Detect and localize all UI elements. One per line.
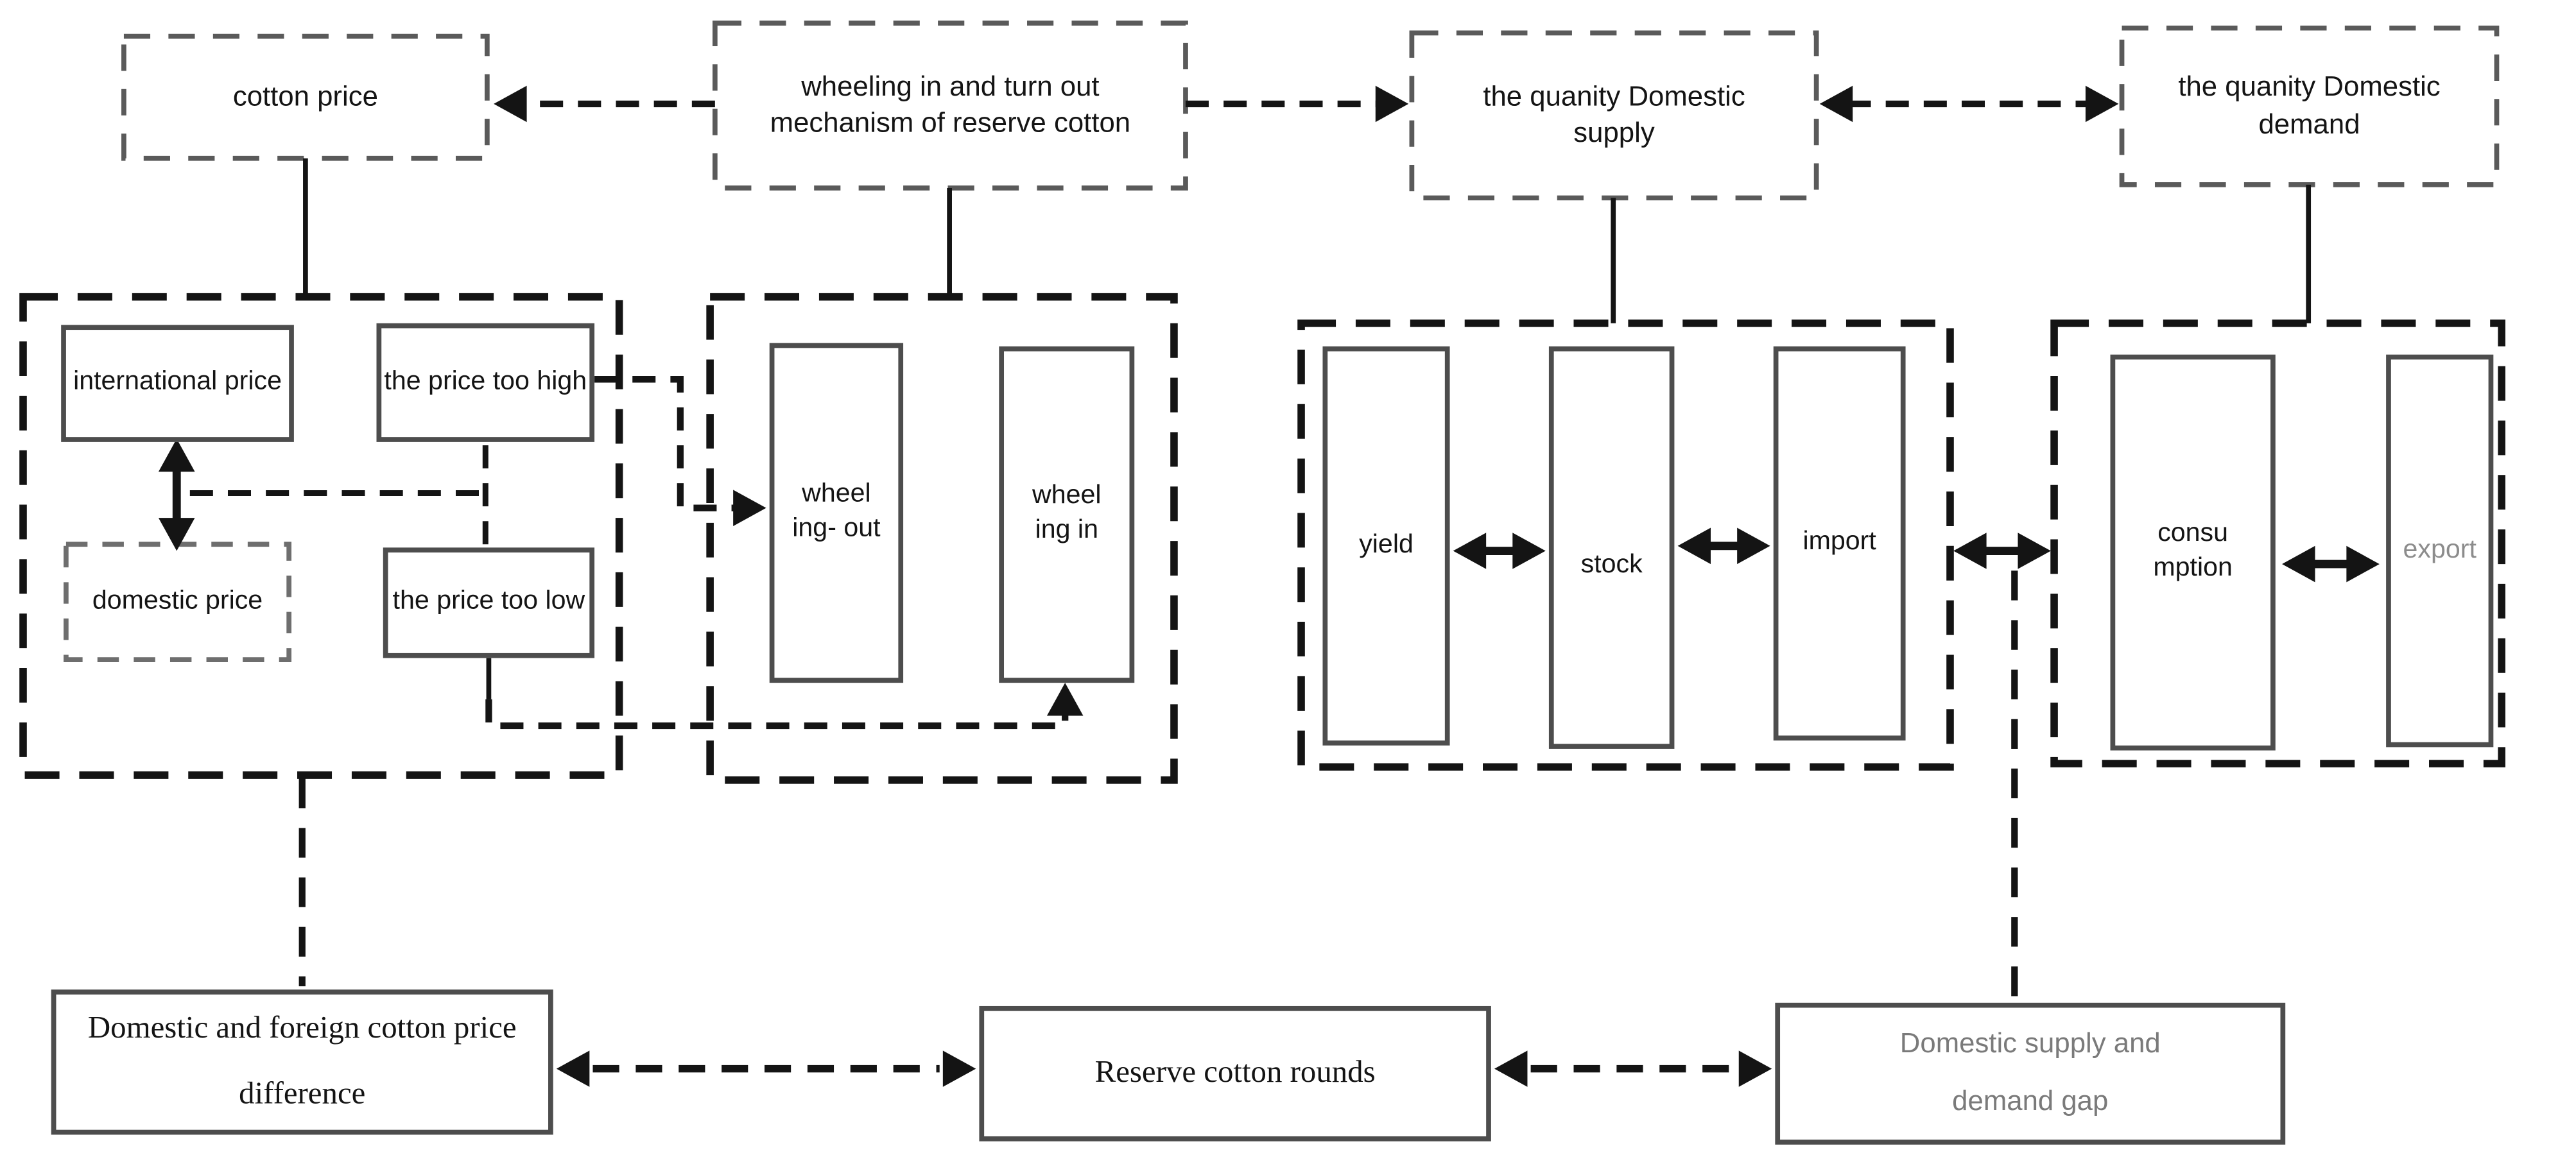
node-stock: stock	[1548, 346, 1675, 749]
node-wheeling-out: wheel ing- out	[769, 343, 904, 683]
arrowhead-into-reserve-right	[1494, 1050, 1528, 1087]
arrowhead-into-stock-right	[1677, 527, 1711, 565]
box-mechanism-outline	[712, 21, 1188, 191]
container-price-group	[19, 293, 623, 779]
container-supply-group	[1297, 320, 1954, 771]
box-supply-outline	[1409, 30, 1819, 201]
connector-toohigh-to-wheelingout	[594, 376, 740, 511]
box-domestic-price-outline	[64, 542, 292, 663]
arrowhead-into-supply-left	[1819, 85, 1853, 123]
node-cotton-price: cotton price	[232, 80, 378, 112]
arrowhead-into-export	[2346, 545, 2380, 583]
box-cotton-price-outline	[121, 33, 490, 161]
arrowhead-down-domestic	[158, 518, 195, 551]
arrowhead-into-consumption	[2282, 545, 2315, 583]
node-wheeling-in: wheel ing in	[999, 346, 1135, 683]
node-price-too-high: the price too high	[376, 323, 595, 442]
arrowhead-into-supplygroup	[1953, 533, 1987, 569]
box-demand-outline	[2119, 25, 2500, 187]
arrowhead-into-wheelingin	[1046, 683, 1084, 716]
node-yield: yield	[1322, 346, 1450, 746]
node-supply: the quanity Domestic supply	[1483, 80, 1745, 149]
node-international-price: international price	[61, 325, 294, 442]
arrowhead-into-cotton-left	[494, 85, 527, 123]
node-reserve-rounds: Reserve cotton rounds	[979, 1005, 1491, 1141]
arrowhead-into-wheelingout	[733, 490, 766, 526]
arrowhead-into-pricediff	[556, 1050, 590, 1087]
node-price-too-low: the price too low	[383, 547, 595, 658]
connector-toolow-to-wheelingin	[485, 699, 1069, 730]
arrowhead-into-demandgroup	[2018, 533, 2051, 569]
arrowhead-into-yield	[1453, 533, 1487, 569]
arrowhead-into-supply-right	[1375, 85, 1409, 123]
node-mechanism: wheeling in and turn out mechanism of re…	[770, 71, 1131, 139]
node-demand: the quanity Domestic demand	[2178, 71, 2441, 140]
node-domestic-price: domestic price	[92, 586, 263, 615]
container-demand-group	[2050, 320, 2505, 767]
node-supply-demand-gap: Domestic supply and demand gap	[1775, 1002, 2286, 1145]
arrowhead-into-import	[1737, 527, 1770, 565]
node-price-difference: Domestic and foreign cotton price differ…	[51, 989, 553, 1135]
arrowhead-up-international	[158, 438, 195, 472]
node-export: export	[2386, 354, 2494, 748]
arrowhead-into-gap	[1738, 1050, 1772, 1087]
arrowhead-into-demand	[2085, 85, 2119, 123]
container-mechanism-group	[706, 293, 1178, 784]
node-import: import	[1773, 346, 1906, 741]
arrowhead-into-stock-left	[1512, 533, 1546, 569]
arrowhead-into-reserve-left	[942, 1050, 976, 1087]
node-consumption: consu mption	[2110, 354, 2276, 751]
